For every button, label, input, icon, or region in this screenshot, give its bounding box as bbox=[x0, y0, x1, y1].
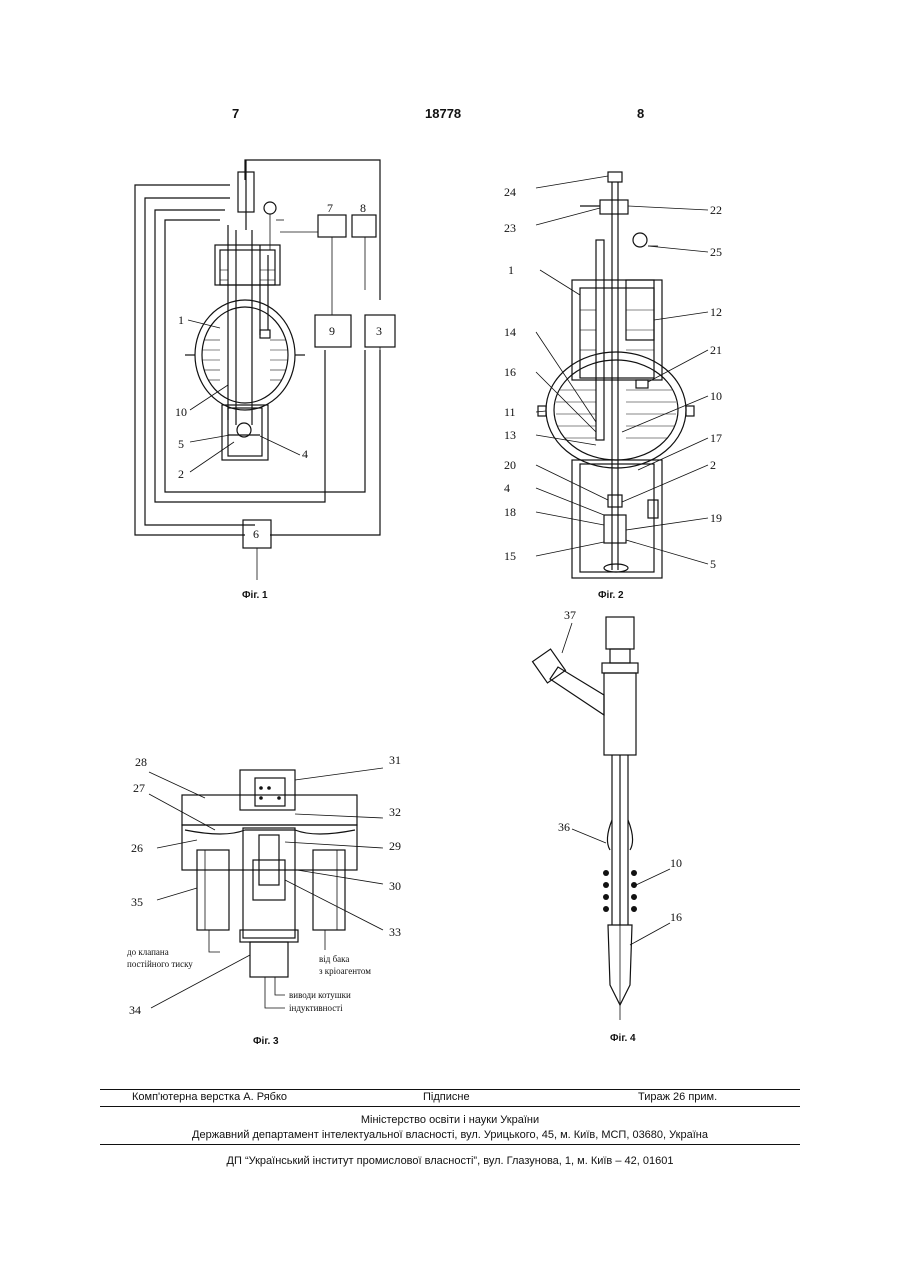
fig1-label: 7 bbox=[327, 201, 333, 215]
fig1-label: 6 bbox=[253, 527, 259, 541]
fig2-label: 11 bbox=[504, 405, 516, 419]
footer-institute: ДП “Український інститут промислової вла… bbox=[100, 1155, 800, 1167]
fig2-label: 16 bbox=[504, 365, 516, 379]
fig4-label: 16 bbox=[670, 910, 682, 924]
fig3-label: 35 bbox=[131, 895, 143, 909]
fig2-label: 21 bbox=[710, 343, 722, 357]
footer-rule-top bbox=[100, 1089, 800, 1090]
fig3-label: 31 bbox=[389, 753, 401, 767]
fig1-caption: Фіг. 1 bbox=[242, 590, 268, 601]
fig3-caption: Фіг. 3 bbox=[253, 1036, 279, 1047]
figure-2-labels: 24 23 22 25 1 12 21 14 16 10 11 13 17 20… bbox=[500, 170, 760, 610]
fig2-label: 25 bbox=[710, 245, 722, 259]
right-page-number: 8 bbox=[637, 106, 644, 121]
fig3-label: 26 bbox=[131, 841, 143, 855]
fig1-label: 2 bbox=[178, 467, 184, 481]
fig2-label: 5 bbox=[710, 557, 716, 571]
footer-layout-credit: Комп'ютерна верстка А. Рябко bbox=[132, 1091, 287, 1103]
fig2-label: 18 bbox=[504, 505, 516, 519]
fig1-label: 5 bbox=[178, 437, 184, 451]
footer-signed: Підписне bbox=[423, 1091, 470, 1103]
fig4-label: 37 bbox=[564, 608, 576, 622]
fig3-label: 28 bbox=[135, 755, 147, 769]
fig3-label: 32 bbox=[389, 805, 401, 819]
fig3-label: 30 bbox=[389, 879, 401, 893]
fig3-note-coil-leads: індуктивності bbox=[289, 1003, 343, 1013]
fig3-note-coil-leads: виводи котушки bbox=[289, 990, 351, 1000]
left-page-number: 7 bbox=[232, 106, 239, 121]
fig4-caption: Фіг. 4 bbox=[610, 1033, 636, 1044]
footer-circulation: Тираж 26 прим. bbox=[638, 1091, 717, 1103]
footer-department: Державний департамент інтелектуальної вл… bbox=[100, 1129, 800, 1141]
footer-credits-row: Комп'ютерна верстка А. Рябко Підписне Ти… bbox=[100, 1091, 800, 1105]
fig3-note-to-valve: постійного тиску bbox=[127, 959, 193, 969]
fig2-label: 23 bbox=[504, 221, 516, 235]
footer-rule-bottom bbox=[100, 1144, 800, 1145]
footer-rule-middle bbox=[100, 1106, 800, 1107]
fig2-label: 24 bbox=[504, 185, 516, 199]
fig2-label: 20 bbox=[504, 458, 516, 472]
fig2-label: 10 bbox=[710, 389, 722, 403]
fig3-note-from-tank: від бака bbox=[319, 954, 349, 964]
fig1-label: 8 bbox=[360, 201, 366, 215]
fig2-label: 15 bbox=[504, 549, 516, 563]
fig3-label: 29 bbox=[389, 839, 401, 853]
fig3-note-to-valve: до клапана bbox=[127, 947, 169, 957]
footer-ministry: Міністерство освіти і науки України bbox=[100, 1114, 800, 1126]
fig2-caption: Фіг. 2 bbox=[598, 590, 624, 601]
fig2-label: 1 bbox=[508, 263, 514, 277]
fig3-note-from-tank: з кріоагентом bbox=[319, 966, 371, 976]
fig1-label: 3 bbox=[376, 324, 382, 338]
fig1-label: 10 bbox=[175, 405, 187, 419]
fig1-label: 9 bbox=[329, 324, 335, 338]
figure-1-labels: 1 10 5 2 4 7 8 9 3 6 Фіг. 1 bbox=[120, 150, 420, 610]
patent-number: 18778 bbox=[425, 106, 461, 121]
fig4-label: 36 bbox=[558, 820, 570, 834]
fig3-label: 27 bbox=[133, 781, 145, 795]
fig2-label: 4 bbox=[504, 481, 510, 495]
fig4-label: 10 bbox=[670, 856, 682, 870]
figure-3-labels: 28 31 27 32 26 29 30 35 33 34 до клапана… bbox=[125, 750, 425, 1050]
fig2-label: 19 bbox=[710, 511, 722, 525]
fig2-label: 12 bbox=[710, 305, 722, 319]
fig3-label: 33 bbox=[389, 925, 401, 939]
fig2-label: 22 bbox=[710, 203, 722, 217]
fig2-label: 17 bbox=[710, 431, 722, 445]
figure-4-labels: 37 36 10 16 Фіг. 4 bbox=[520, 605, 730, 1045]
fig2-label: 13 bbox=[504, 428, 516, 442]
fig3-label: 34 bbox=[129, 1003, 141, 1017]
fig2-label: 2 bbox=[710, 458, 716, 472]
fig1-label: 4 bbox=[302, 447, 308, 461]
fig1-label: 1 bbox=[178, 313, 184, 327]
fig2-label: 14 bbox=[504, 325, 516, 339]
